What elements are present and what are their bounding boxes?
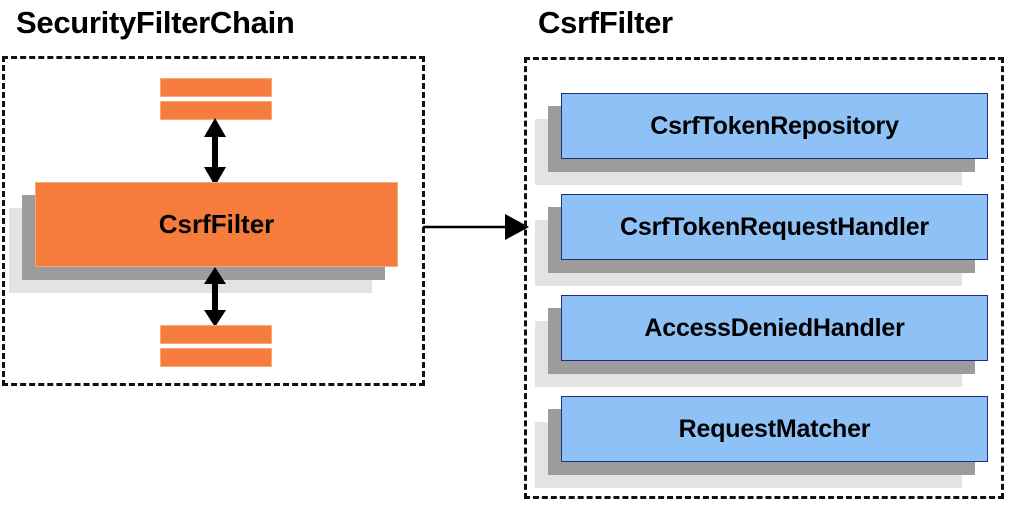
box-csrf-filter[interactable]: CsrfFilter bbox=[9, 182, 398, 293]
box-face: RequestMatcher bbox=[561, 396, 988, 462]
page-title-csrf-filter: CsrfFilter bbox=[538, 5, 673, 40]
filter-stripe-top-2 bbox=[160, 101, 272, 120]
box-request-matcher[interactable]: RequestMatcher bbox=[535, 396, 988, 488]
box-label-csrf-filter: CsrfFilter bbox=[158, 209, 275, 239]
box-csrf-token-request-handler[interactable]: CsrfTokenRequestHandler bbox=[535, 194, 988, 286]
arrow-bidirectional-below bbox=[204, 267, 226, 327]
box-label-access-denied-handler: AccessDeniedHandler bbox=[644, 313, 905, 342]
filter-stripe-bottom-2 bbox=[160, 348, 272, 367]
filter-stripe-top-1 bbox=[160, 78, 272, 97]
page-title-security-filter-chain: SecurityFilterChain bbox=[16, 5, 295, 40]
box-access-denied-handler[interactable]: AccessDeniedHandler bbox=[535, 295, 988, 387]
panel-csrf-filter bbox=[524, 57, 1004, 499]
box-label-csrf-token-request-handler: CsrfTokenRequestHandler bbox=[620, 212, 929, 241]
box-csrf-token-repository[interactable]: CsrfTokenRepository bbox=[535, 93, 988, 185]
box-label-request-matcher: RequestMatcher bbox=[678, 414, 871, 443]
box-face: AccessDeniedHandler bbox=[561, 295, 988, 361]
filter-stripe-bottom-1 bbox=[160, 325, 272, 344]
csrf-filter-expansion-arrow bbox=[423, 214, 529, 240]
box-face: CsrfFilter bbox=[35, 182, 398, 267]
box-face: CsrfTokenRequestHandler bbox=[561, 194, 988, 260]
box-face: CsrfTokenRepository bbox=[561, 93, 988, 159]
panel-security-filter-chain bbox=[2, 56, 425, 386]
box-label-csrf-token-repository: CsrfTokenRepository bbox=[650, 111, 899, 140]
arrow-bidirectional-above bbox=[204, 118, 226, 186]
